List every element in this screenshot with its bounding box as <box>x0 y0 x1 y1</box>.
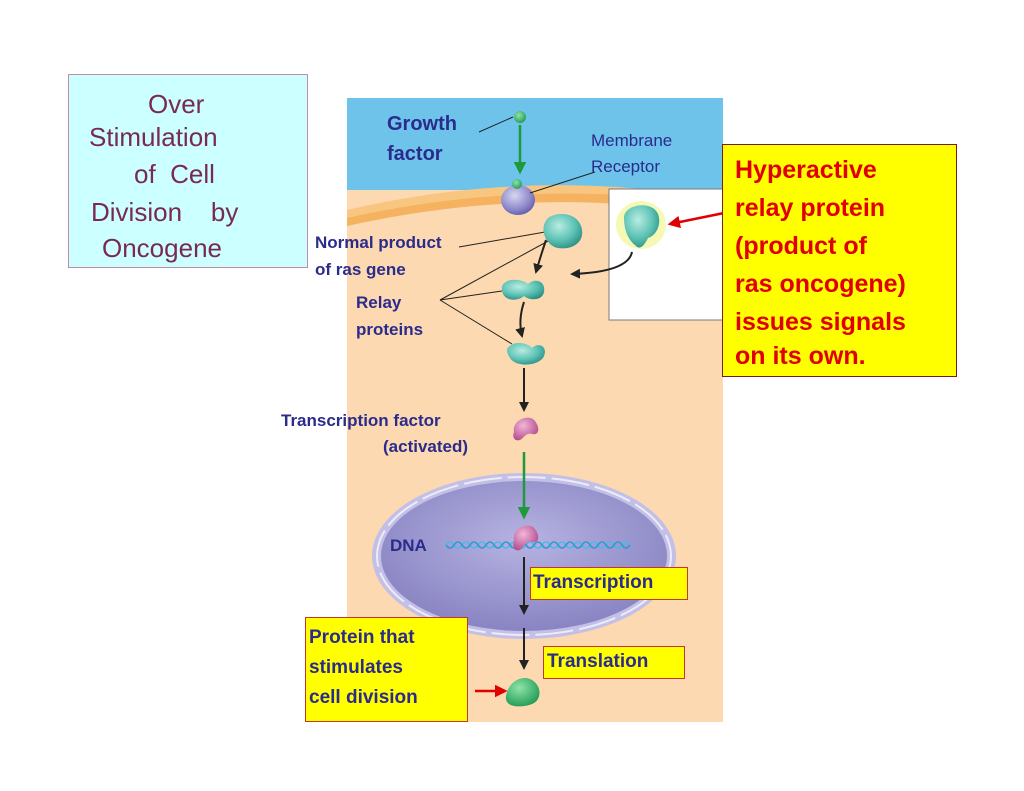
relay-proteins-label: Relay proteins <box>356 293 424 339</box>
membrane-receptor-label: Membrane Receptor <box>591 131 673 176</box>
title-box: Over Stimulation of Cell Division by Onc… <box>68 74 308 268</box>
title-line-1: Over <box>148 89 205 119</box>
transcription-step-box: Transcription <box>530 567 688 600</box>
transcription-factor <box>513 417 539 441</box>
hyperactive-relay-box: Hyperactive relay protein (product of ra… <box>722 144 957 377</box>
membrane-receptor <box>501 185 535 215</box>
pointer-arrow-hyperactive <box>667 211 725 229</box>
hyperactive-line-1: Hyperactive <box>735 156 877 184</box>
hyperactive-relay-protein <box>624 205 660 248</box>
dna-strand <box>445 541 631 549</box>
hyperactive-line-3: (product of <box>735 232 867 260</box>
growth-factor-label: Growth factor <box>387 113 457 165</box>
dna-label: DNA <box>390 536 427 555</box>
normal-ras-protein <box>543 214 583 249</box>
relay-protein-2 <box>507 342 545 365</box>
growth-factor-molecule <box>514 111 526 123</box>
hyperactive-line-4: ras oncogene) <box>735 270 906 298</box>
title-line-2: Stimulation <box>89 122 218 152</box>
translation-step-box: Translation <box>543 646 685 679</box>
title-line-4: Division by <box>91 197 239 227</box>
normal-product-label: Normal product of ras gene <box>315 233 442 279</box>
hyperactive-line-2: relay protein <box>735 194 886 222</box>
protein-stimulates-box: Protein that stimulates cell division <box>305 617 468 722</box>
title-line-5: Oncogene <box>102 233 222 263</box>
hyperactive-line-5: issues signals <box>735 308 906 336</box>
transcription-factor-label: Transcription factor (activated) <box>281 411 469 456</box>
hyperactive-line-6: on its own. <box>735 342 866 370</box>
relay-protein-1 <box>501 279 545 300</box>
title-line-3: of Cell <box>134 159 215 189</box>
stimulating-protein <box>505 677 540 707</box>
bound-transcription-factor <box>513 525 539 551</box>
